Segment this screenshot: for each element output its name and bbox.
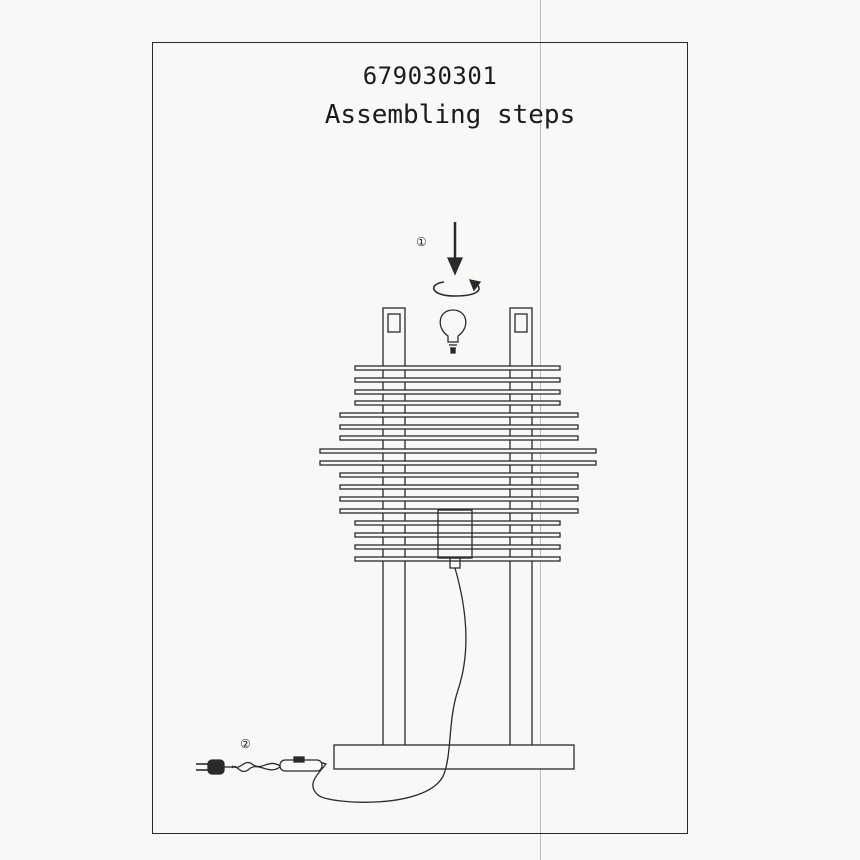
lamp-shade-slats [319,365,597,562]
power-plug-icon [196,759,232,775]
inline-switch-icon [279,756,323,772]
step-2-marker: ② [240,737,251,751]
step-1-marker: ① [416,235,427,249]
lamp-frame [333,307,575,770]
power-cable [312,567,467,803]
rotate-clockwise-icon [433,279,482,297]
light-bulb-icon [439,309,467,354]
diagram-frame [152,42,688,834]
fold-line [540,0,541,860]
coiled-cable [231,761,281,773]
page-title: Assembling steps [324,100,576,130]
arrow-down-icon [447,222,463,276]
product-code: 679030301 [362,62,498,90]
